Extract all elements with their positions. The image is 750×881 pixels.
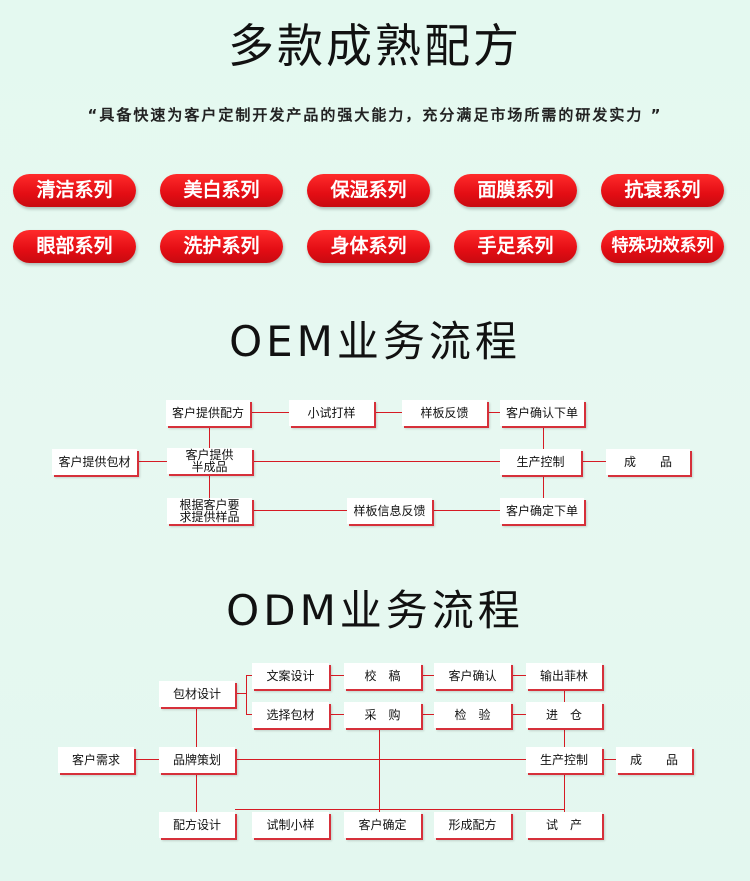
connector-line [246,714,252,715]
series-pill-whitening[interactable]: 美白系列 [160,174,283,207]
connector-line [235,693,246,694]
series-pill-moisturizing[interactable]: 保湿系列 [307,174,430,207]
connector-line [421,714,434,715]
oem-node-confirm-order: 客户确认下单 [500,400,584,426]
series-pill-wash[interactable]: 洗护系列 [160,230,283,263]
page-title: 多款成熟配方 [228,19,522,73]
connector-line [374,412,402,413]
series-pill-eye[interactable]: 眼部系列 [13,230,136,263]
connector-line [246,675,252,676]
connector-line [421,675,434,676]
odm-node-formula-formed: 形成配方 [434,812,511,838]
series-pill-cleansing[interactable]: 清洁系列 [13,174,136,207]
oem-node-semi-finished: 客户提供 半成品 [167,448,252,474]
connector-line [379,727,380,812]
connector-line [137,461,167,462]
series-pill-body[interactable]: 身体系列 [307,230,430,263]
odm-node-purchase: 采 购 [344,702,421,728]
connector-line [511,714,526,715]
connector-line [252,461,500,462]
oem-node-customer-packaging: 客户提供包材 [52,449,137,475]
oem-node-provide-sample: 根据客户要 求提供样品 [167,498,252,524]
odm-node-production-control: 生产控制 [526,747,602,773]
connector-line [250,412,290,413]
series-pill-special[interactable]: 特殊功效系列 [601,230,724,263]
odm-node-copywriting: 文案设计 [252,663,329,689]
odm-node-brand-planning: 品牌策划 [159,747,235,773]
oem-node-production-control: 生产控制 [500,449,581,475]
odm-node-packaging-design: 包材设计 [159,681,235,707]
series-pill-antiaging[interactable]: 抗衰系列 [601,174,724,207]
tagline: “具备快速为客户定制开发产品的强大能力，充分满足市场所需的研发实力 ” [87,106,663,124]
odm-node-select-packaging: 选择包材 [252,702,329,728]
connector-line [564,727,565,747]
connector-line [564,688,565,702]
odm-node-customer-demand: 客户需求 [58,747,134,773]
connector-line [252,510,347,511]
oem-node-provide-sample-line2: 求提供样品 [179,510,240,524]
odm-node-customer-confirmed: 客户确定 [344,812,421,838]
connector-line [329,714,344,715]
series-pill-hand-foot[interactable]: 手足系列 [454,230,577,263]
connector-line [511,675,526,676]
oem-node-confirm-final-order: 客户确定下单 [500,498,584,524]
odm-node-inspection: 检 验 [434,702,511,728]
connector-line [134,759,159,760]
odm-node-proofread: 校 稿 [344,663,421,689]
oem-node-finished-product: 成 品 [606,449,690,475]
oem-node-sample-info-feedback: 样板信息反馈 [347,498,432,524]
oem-title: OEM业务流程 [229,317,521,366]
connector-line [581,461,606,462]
oem-node-provide-sample-line1: 根据客户要 [179,498,240,512]
series-pill-mask[interactable]: 面膜系列 [454,174,577,207]
connector-line [235,809,565,810]
connector-line [235,759,526,760]
odm-title: ODM业务流程 [226,586,524,635]
odm-node-finished-product: 成 品 [616,747,692,773]
connector-line [329,675,344,676]
oem-node-trial-sample: 小试打样 [289,400,374,426]
oem-node-sample-feedback: 样板反馈 [402,400,487,426]
connector-line [432,510,500,511]
odm-node-output-film: 输出菲林 [526,663,602,689]
odm-node-formula-design: 配方设计 [159,812,235,838]
odm-node-trial-production: 试 产 [526,812,602,838]
odm-node-warehousing: 进 仓 [526,702,602,728]
oem-node-semi-finished-line1: 客户提供 [185,448,234,462]
connector-line [564,772,565,812]
connector-line [602,759,616,760]
odm-node-customer-confirm: 客户确认 [434,663,511,689]
connector-line [246,675,247,714]
oem-node-customer-formula: 客户提供配方 [166,400,250,426]
oem-node-semi-finished-line2: 半成品 [191,460,228,474]
odm-node-trial-sample: 试制小样 [252,812,329,838]
connector-line [487,412,500,413]
